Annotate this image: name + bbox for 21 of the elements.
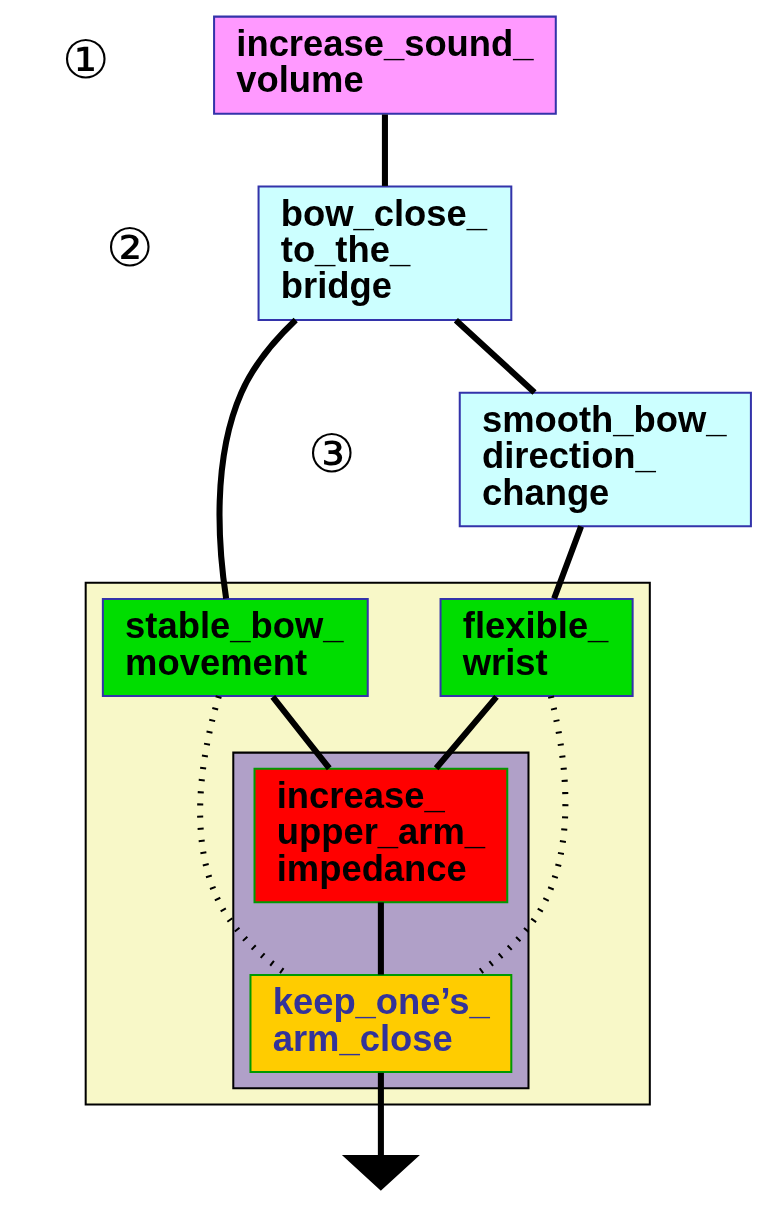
label: ③	[308, 424, 357, 484]
node-box: flexible_ wrist	[439, 597, 634, 697]
node-box: increase_sound_ volume	[213, 15, 557, 115]
connector	[381, 114, 388, 186]
node-box: stable_bow_ movement	[101, 597, 369, 697]
connector	[377, 1072, 384, 1156]
connector	[551, 525, 584, 600]
cluster	[84, 581, 651, 1106]
node-box: bow_close_ to_the_ bridge	[257, 185, 513, 321]
node-box: keep_one’s_ arm_close	[249, 974, 513, 1074]
label: ②	[106, 217, 155, 277]
label: ①	[61, 29, 110, 89]
node-ground	[341, 1155, 420, 1191]
node-box: increase_ upper_arm_ impedance	[253, 767, 509, 904]
connector	[453, 318, 537, 395]
connector	[270, 695, 332, 771]
node-box: smooth_bow_ direction_ change	[458, 391, 752, 528]
connector	[377, 902, 384, 975]
connector	[216, 317, 298, 599]
connector	[433, 694, 499, 771]
cluster	[232, 751, 530, 1090]
